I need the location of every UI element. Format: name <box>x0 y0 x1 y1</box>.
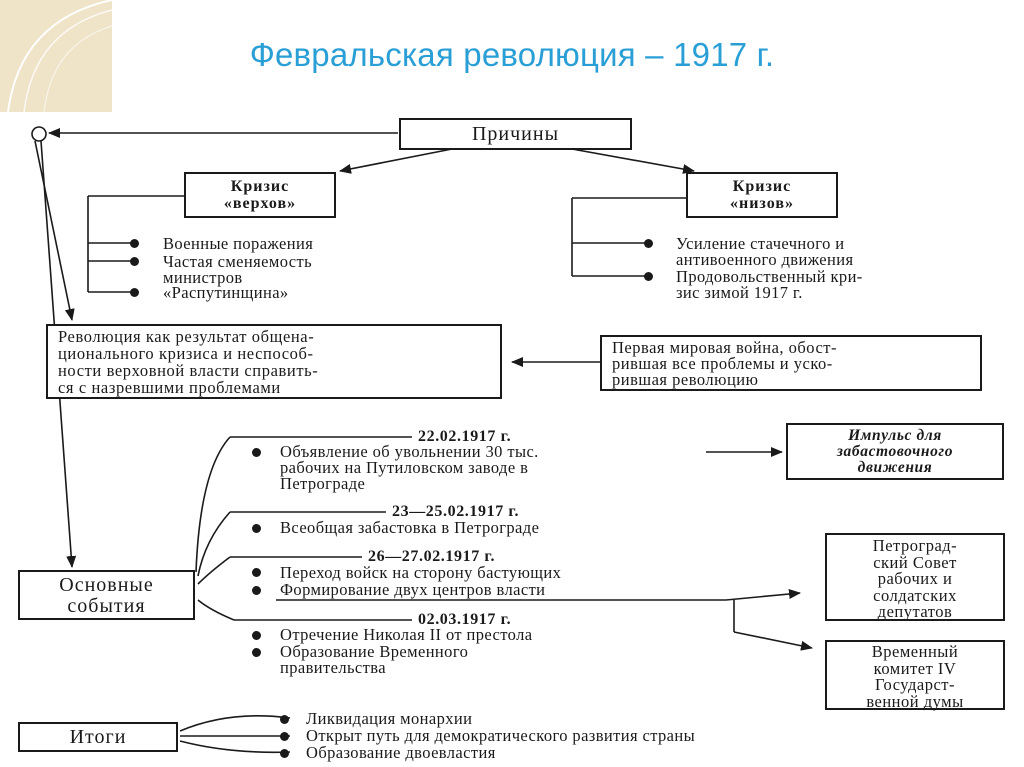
bullet <box>252 448 261 457</box>
war-box: Первая мировая война, обост- рившая все … <box>600 335 982 391</box>
bullet <box>130 257 139 266</box>
soviet-line1: Петроград- <box>872 536 958 555</box>
crisis-top-box: Кризис «верхов» <box>184 172 336 218</box>
soviet-line4: солдатских <box>873 585 957 605</box>
causes-label: Причины <box>471 123 560 145</box>
revolution-line1: Революция как результат общена- <box>58 327 315 346</box>
events-label-line1: Основные <box>59 574 154 596</box>
results-label: Итоги <box>69 726 127 748</box>
revolution-box: Революция как результат общена- циональн… <box>46 324 502 399</box>
bullet <box>280 732 289 741</box>
revolution-line4: ся с назревшими проблемами <box>58 378 281 397</box>
event-1-line3: Петрограде <box>280 474 366 493</box>
bullet <box>252 568 261 577</box>
soviet-line3: рабочих и <box>877 569 953 588</box>
event-3-line2: Формирование двух центров власти <box>280 580 546 599</box>
page-title: Февральская революция – 1917 г. <box>249 36 775 73</box>
bullet <box>130 288 139 297</box>
top-item-3: «Распутинщина» <box>163 283 289 302</box>
bullet <box>280 715 289 724</box>
event-date-4: 02.03.1917 г. <box>418 611 512 628</box>
top-item-2: Частая сменяемость <box>163 252 313 271</box>
arrow-causes-to-bottom <box>571 148 695 174</box>
bottom-item-1-cont: антивоенного движения <box>676 250 854 269</box>
event-date-1: 22.02.1917 г. <box>418 428 512 445</box>
event-date-2: 23—25.02.1917 г. <box>392 503 520 520</box>
event-1-line1: Объявление об увольнении 30 тыс. <box>280 442 539 461</box>
war-line2: рившая все проблемы и уско- <box>612 354 833 373</box>
bullet <box>280 749 289 758</box>
bottom-item-2: Продовольственный кри- <box>676 267 863 286</box>
arrow-causes-to-top <box>339 148 453 174</box>
arrow-to-committee <box>733 631 813 651</box>
crisis-bottom-line2: «низов» <box>729 194 794 212</box>
results-label-box: Итоги <box>18 722 178 752</box>
war-line1: Первая мировая война, обост- <box>612 338 837 357</box>
committee-line3: Государст- <box>874 675 956 694</box>
bullet <box>130 239 139 248</box>
result-item-3: Образование двоевластия <box>306 743 496 762</box>
committee-box: Временный комитет IV Государст- венной д… <box>825 640 1005 710</box>
soviet-line5: депутатов <box>877 602 953 621</box>
events-label-line2: события <box>67 595 146 617</box>
soviet-line2: ский Совет <box>873 552 957 572</box>
soviet-box: Петроград- ский Совет рабочих и солдатск… <box>825 533 1005 621</box>
bullet <box>644 239 653 248</box>
bullet <box>644 272 653 281</box>
event-4-line2: Образование Временного <box>280 642 469 661</box>
top-item-2-cont: министров <box>163 268 243 287</box>
impulse-line3: движения <box>857 459 933 476</box>
event-4-line1: Отречение Николая II от престола <box>280 625 533 644</box>
revolution-line2: ционального кризиса и неспособ- <box>58 344 314 363</box>
event-3-line1: Переход войск на сторону бастующих <box>280 563 562 582</box>
crisis-bottom-line1: Кризис <box>732 178 792 195</box>
bullet <box>252 524 261 533</box>
crisis-top-line2: «верхов» <box>223 194 297 212</box>
causes-box: Причины <box>399 118 632 150</box>
bullet <box>252 648 261 657</box>
bullet <box>252 586 261 595</box>
crisis-top-line1: Кризис <box>230 178 290 195</box>
committee-line2: комитет IV <box>873 658 957 678</box>
bullet <box>252 631 261 640</box>
committee-line4: венной думы <box>866 691 964 711</box>
top-item-1: Военные поражения <box>163 234 314 253</box>
corner-arcs <box>7 0 112 112</box>
arrow-to-soviet <box>725 589 801 601</box>
crisis-bottom-box: Кризис «низов» <box>686 172 838 218</box>
impulse-line1: Импульс для <box>848 427 942 444</box>
event-2-line1: Всеобщая забастовка в Петрограде <box>280 518 540 537</box>
result-item-2: Открыт путь для демократического развити… <box>306 726 696 745</box>
event-1-line2: рабочих на Путиловском заводе в <box>280 458 529 477</box>
events-label-box: Основные события <box>18 570 195 620</box>
event-4-line3: правительства <box>280 658 386 677</box>
bottom-item-1: Усиление стачечного и <box>676 234 845 253</box>
event-date-3: 26—27.02.1917 г. <box>368 548 496 565</box>
committee-line1: Временный <box>871 642 959 661</box>
war-line3: рившая революцию <box>612 370 759 389</box>
impulse-line2: забастовочного <box>836 443 954 460</box>
corner-decoration <box>0 0 112 112</box>
bottom-item-2-cont: зис зимой 1917 г. <box>676 283 803 302</box>
left-circle-node <box>31 126 47 142</box>
result-item-1: Ликвидация монархии <box>306 709 473 728</box>
revolution-line3: ности верховной власти справить- <box>58 361 319 380</box>
impulse-box: Импульс для забастовочного движения <box>786 423 1004 480</box>
arrow-circle-to-revolution <box>34 140 75 321</box>
